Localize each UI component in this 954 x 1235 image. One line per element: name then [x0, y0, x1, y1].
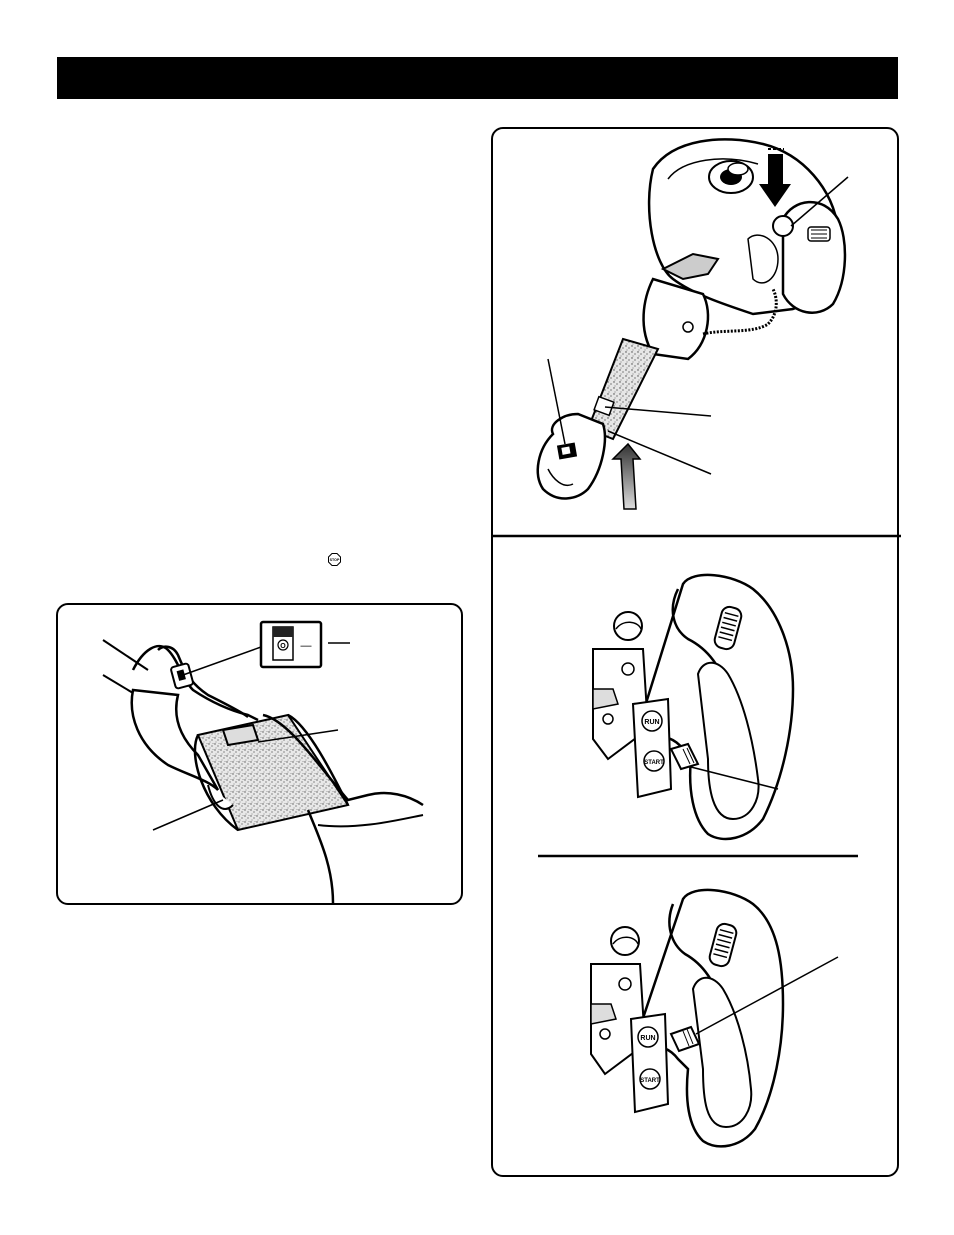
choke-figure-top: RUN START [592, 573, 795, 841]
switch-figure-panel: O — [56, 603, 463, 905]
trimmer-illustrations: RUN START [493, 138, 901, 1148]
choke-figure-bottom: RUN START [590, 888, 839, 1148]
switch-dash: — [301, 640, 312, 652]
stop-icon: STOP [328, 553, 341, 566]
handle-illustration: O — [102, 620, 424, 904]
run-label-bottom: RUN [640, 1035, 655, 1042]
start-label-bottom: START [640, 1078, 660, 1084]
start-label-top: START [644, 760, 664, 766]
run-label-top: RUN [644, 719, 659, 726]
header-title [57, 67, 77, 89]
stop-icon-label: STOP [330, 558, 340, 562]
trimmer-figure-panel: RUN START [491, 127, 901, 1177]
switch-symbol: O [280, 643, 286, 650]
header-bar [57, 57, 898, 99]
